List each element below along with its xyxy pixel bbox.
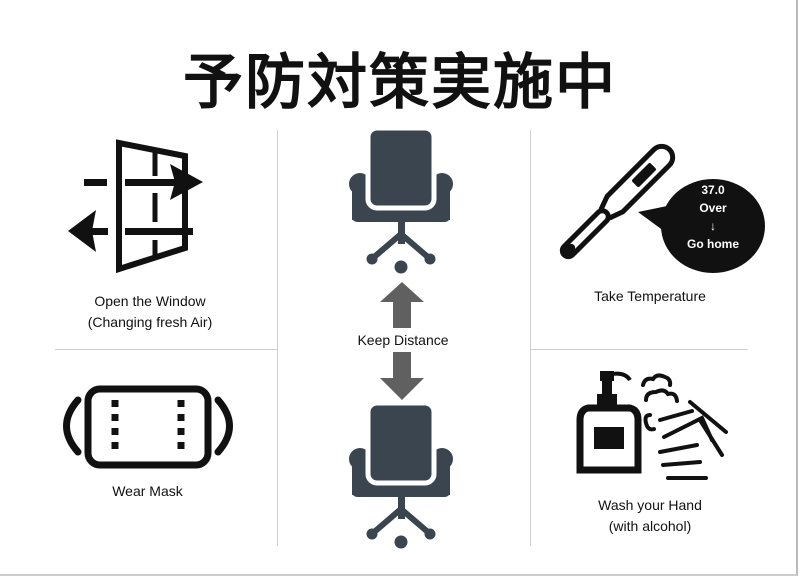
keep-distance-label: Keep Distance (357, 332, 449, 348)
bubble-text: 37.0 Over ↓ Go home (668, 181, 758, 253)
poster-title: 予防対策実施中 (183, 48, 617, 118)
wash-label-line2: (with alcohol) (608, 518, 692, 534)
bubble-arrow: ↓ (710, 219, 716, 233)
window-label-line1: Open the Window (94, 293, 206, 309)
window-icon (68, 139, 203, 274)
arrow-down-icon (380, 352, 424, 400)
arrow-up-icon (380, 282, 424, 328)
window-label-line2: (Changing fresh Air) (87, 314, 213, 330)
mask-icon (63, 385, 233, 469)
temperature-label: Take Temperature (594, 288, 706, 304)
hand-wash-icon (576, 371, 728, 480)
speech-bubble (638, 179, 765, 273)
wash-label: Wash your Hand (with alcohol) (545, 495, 755, 537)
divider-horizontal-left (55, 349, 277, 350)
bubble-value: 37.0 (701, 183, 725, 197)
divider-horizontal-right (530, 349, 748, 350)
mask-label: Wear Mask (112, 483, 183, 499)
bubble-word: Over (699, 201, 727, 215)
chair-top-icon (349, 128, 453, 274)
wash-label-line1: Wash your Hand (598, 497, 702, 513)
divider-vertical-right (530, 130, 531, 546)
bubble-action: Go home (686, 237, 739, 251)
divider-vertical-left (277, 130, 278, 546)
thermometer-icon (559, 143, 676, 260)
chair-bottom-icon (349, 403, 453, 549)
window-label: Open the Window (Changing fresh Air) (40, 291, 260, 333)
